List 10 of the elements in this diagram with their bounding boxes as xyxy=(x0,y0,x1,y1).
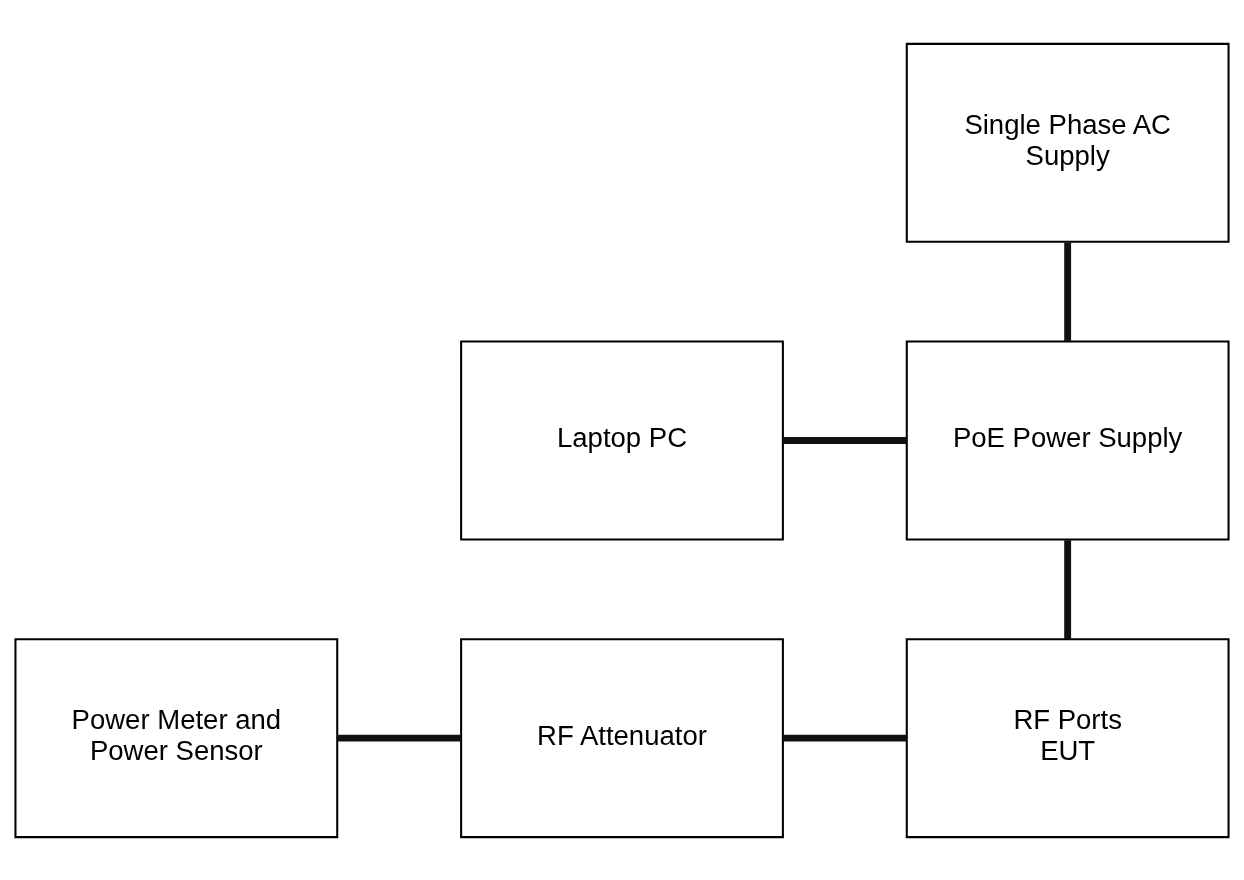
node-box: RF Attenuator xyxy=(460,637,784,838)
node-box: Laptop PC xyxy=(460,340,784,540)
node-box: Power Meter and Power Sensor xyxy=(14,637,339,838)
node-box: PoE Power Supply xyxy=(905,340,1230,540)
connector xyxy=(1064,539,1072,639)
node-box: Single Phase AC Supply xyxy=(905,42,1230,243)
connector xyxy=(783,734,907,742)
node-box: RF Ports EUT xyxy=(905,637,1230,838)
connector xyxy=(337,734,461,742)
connector xyxy=(783,436,907,444)
